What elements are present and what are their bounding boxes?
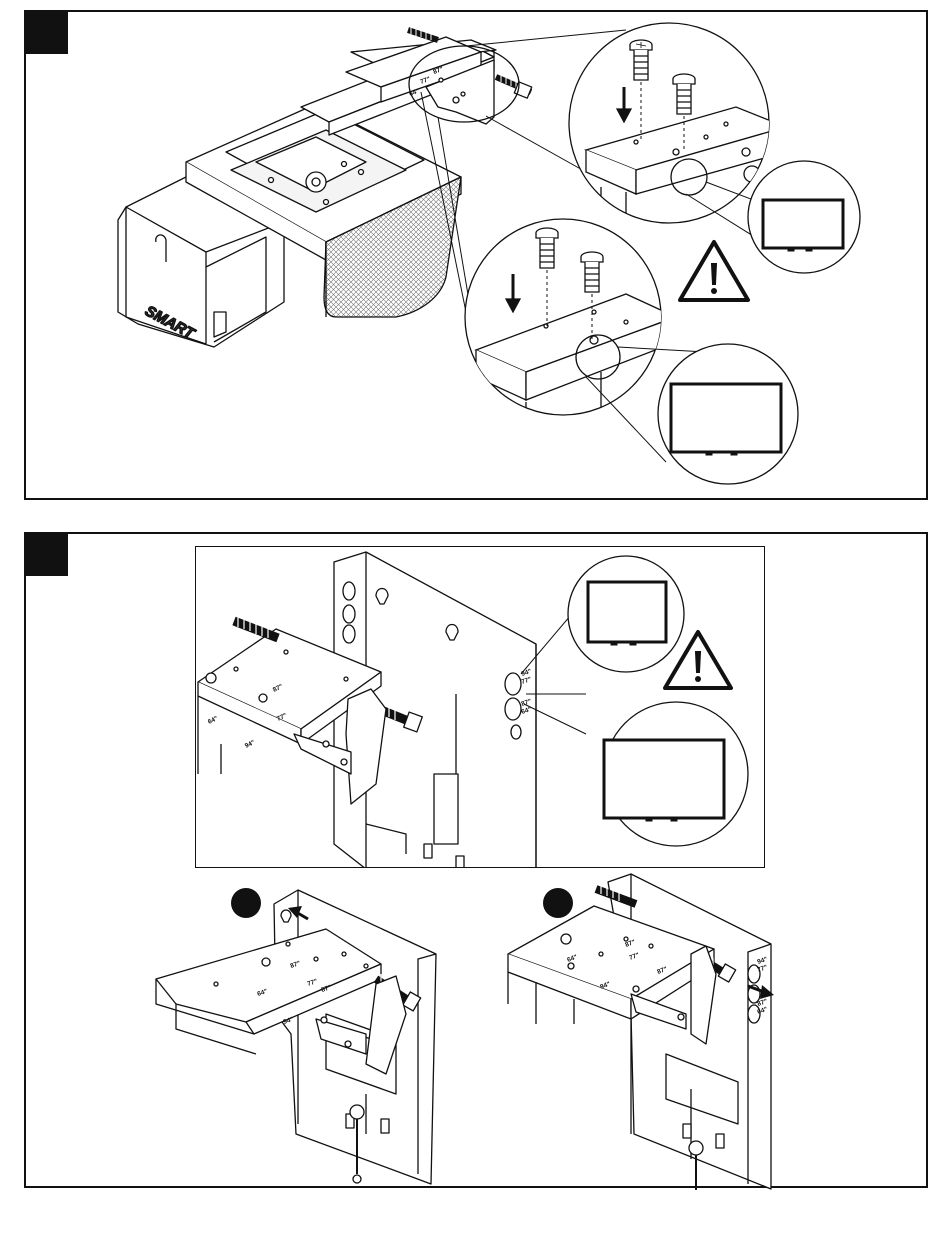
- step-panel-1: SMART: [24, 10, 928, 500]
- sub-step-badge-a: [231, 888, 261, 918]
- display-size-icon-large: [658, 344, 798, 484]
- display-size-icon-small: [568, 556, 684, 672]
- step-panel-2: 87" 77" 64" 94" 94" 77" 87" 64": [24, 532, 928, 1188]
- wall-plate-illustration: 87" 77" 64" 94" 94" 77" 87" 64": [26, 534, 930, 1190]
- projector-mount-illustration: SMART: [26, 12, 930, 502]
- size-label-94: 94": [244, 739, 256, 750]
- warning-icon: [680, 242, 748, 300]
- size-label-64: 64": [207, 715, 219, 726]
- attach-step-b: [508, 874, 771, 1190]
- mounting-arm: [301, 26, 532, 135]
- display-size-icon-small: [748, 161, 860, 273]
- attach-step-a: [156, 890, 436, 1184]
- projector-unit: SMART: [118, 104, 461, 347]
- display-size-icon-large: [604, 702, 748, 846]
- sub-step-badge-b: [543, 888, 573, 918]
